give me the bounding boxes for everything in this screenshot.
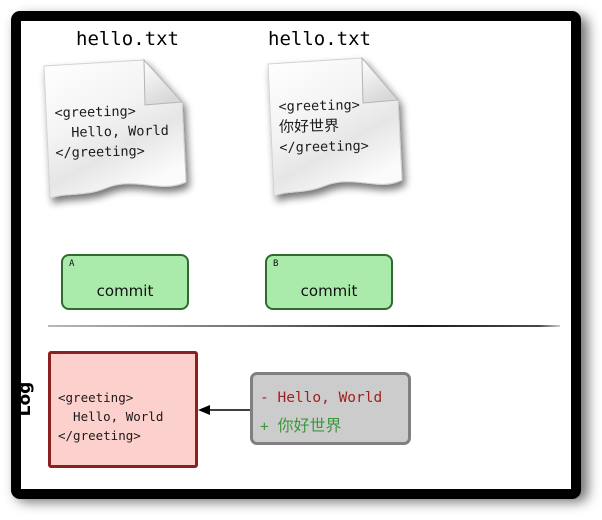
arrow-left-icon xyxy=(198,405,252,415)
file-title-a: hello.txt xyxy=(76,28,179,50)
log-line3: </greeting> xyxy=(58,428,141,443)
commit-a-label: commit xyxy=(96,282,154,300)
log-line2: Hello, World xyxy=(58,409,164,424)
diff-removed-marker: - xyxy=(260,390,278,406)
commit-a-tag: A xyxy=(69,259,75,269)
diff-removed-text: Hello, World xyxy=(277,390,383,406)
commit-node-a[interactable]: A commit xyxy=(61,254,189,310)
commit-b-label: commit xyxy=(300,282,358,300)
diff-added-text: 你好世界 xyxy=(277,416,342,435)
log-entry-content: <greeting> Hello, World </greeting> xyxy=(58,388,163,445)
log-line1: <greeting> xyxy=(58,390,134,405)
document-icon xyxy=(43,58,187,199)
log-section-label: Log xyxy=(15,381,35,417)
diff-added-marker: + xyxy=(260,419,278,435)
diff-added-line: + 你好世界 xyxy=(260,412,341,436)
commit-node-b[interactable]: B commit xyxy=(265,254,393,310)
diff-removed-line: - Hello, World xyxy=(260,390,382,406)
file-title-b: hello.txt xyxy=(268,28,371,50)
document-a: <greeting> Hello, World </greeting> xyxy=(40,58,192,206)
log-entry-box[interactable]: <greeting> Hello, World </greeting> xyxy=(48,351,198,468)
diff-box[interactable]: - Hello, World + 你好世界 xyxy=(250,372,411,445)
document-icon xyxy=(267,56,403,197)
section-divider xyxy=(48,325,560,327)
commit-b-tag: B xyxy=(273,259,279,269)
document-b: <greeting> 你好世界 </greeting> xyxy=(262,54,414,202)
